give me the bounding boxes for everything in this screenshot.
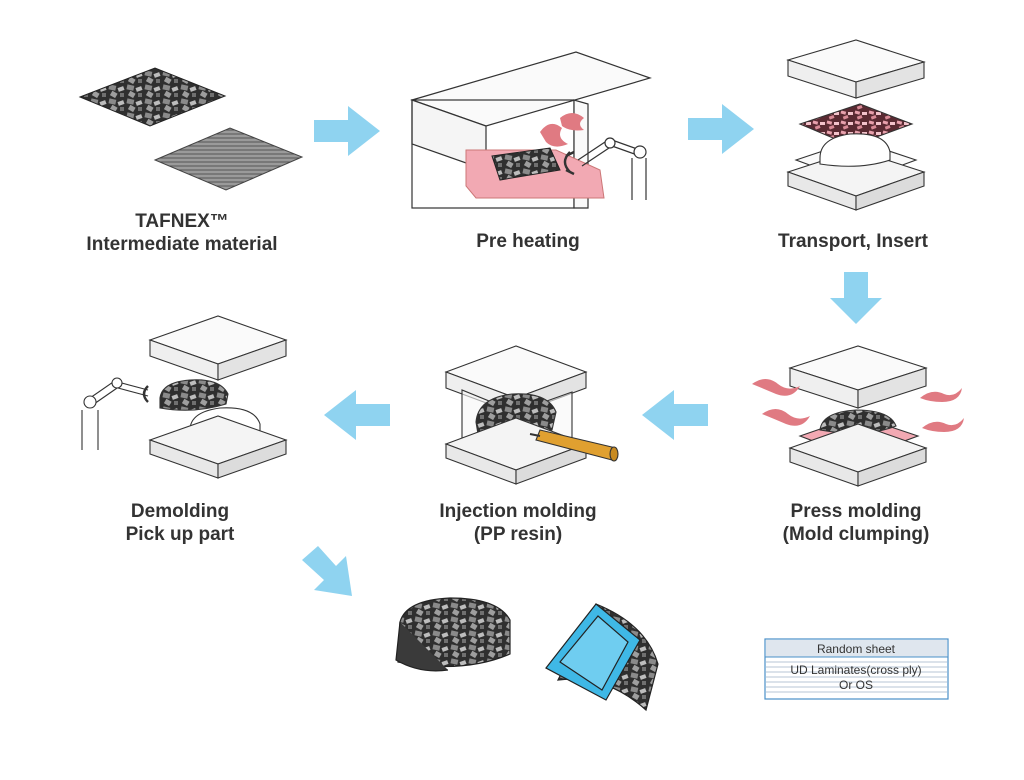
step-label-line: (PP resin): [473, 524, 563, 545]
flow-arrow-down-1: [830, 272, 882, 324]
legend-random-sheet-swatch: [766, 640, 947, 657]
transport-insert-illustration: [786, 39, 926, 211]
step-label-line: Pre heating: [476, 231, 580, 252]
demolded-part-icon: [159, 379, 229, 411]
step-label-line: TAFNEX™: [135, 211, 229, 232]
flow-arrow-diagonal: [302, 546, 352, 596]
heat-flame-icon: [752, 379, 964, 432]
demolding-illustration: [81, 315, 288, 479]
legend-ud-label: UD Laminates(cross ply): [790, 663, 921, 677]
flow-arrow-left-1: [642, 390, 708, 440]
step-label-injection-molding: Injection molding (PP resin): [439, 500, 596, 546]
legend-random-sheet-label: Random sheet: [817, 642, 896, 656]
step-label-pre-heating: Pre heating: [476, 230, 579, 253]
injection-molding-illustration: [444, 345, 619, 485]
legend-os-label: Or OS: [839, 678, 873, 692]
step-label-line: Injection molding: [439, 501, 597, 522]
robot-arm-icon: [563, 137, 647, 200]
preheating-oven-illustration: [410, 51, 652, 209]
step-label-line: Demolding: [130, 501, 230, 522]
injection-nozzle-icon: [529, 429, 619, 462]
robot-arm-icon: [81, 377, 149, 450]
step-label-transport-insert: Transport, Insert: [778, 230, 928, 253]
flow-arrow-right-2: [688, 104, 754, 154]
step-label-line: Pick up part: [125, 524, 235, 545]
flow-arrow-right-1: [314, 106, 380, 156]
step-label-line: Press molding: [790, 501, 922, 522]
step-label-press-molding: Press molding (Mold clumping): [783, 500, 930, 546]
heat-flame-icon: [560, 113, 584, 131]
ud-sheet-icon: [153, 127, 304, 191]
heat-flame-icon: [540, 123, 568, 147]
step-label-line: (Mold clumping): [782, 524, 930, 545]
press-molding-illustration: [788, 345, 928, 487]
heated-sheet-icon: [491, 147, 561, 181]
step-label-demolding: Demolding Pick up part: [126, 500, 235, 546]
final-parts-illustration: [395, 597, 659, 712]
random-sheet-icon: [78, 67, 227, 127]
step-label-intermediate-material: TAFNEX™ Intermediate material: [86, 210, 277, 256]
legend: Random sheet UD Laminates(cross ply) Or …: [764, 638, 949, 700]
step-label-line: Intermediate material: [86, 234, 278, 255]
finished-part-cross-section-icon: [545, 603, 659, 712]
intermediate-material-illustration: [78, 67, 304, 191]
step-label-line: Transport, Insert: [778, 231, 928, 252]
flow-arrow-left-2: [324, 390, 390, 440]
